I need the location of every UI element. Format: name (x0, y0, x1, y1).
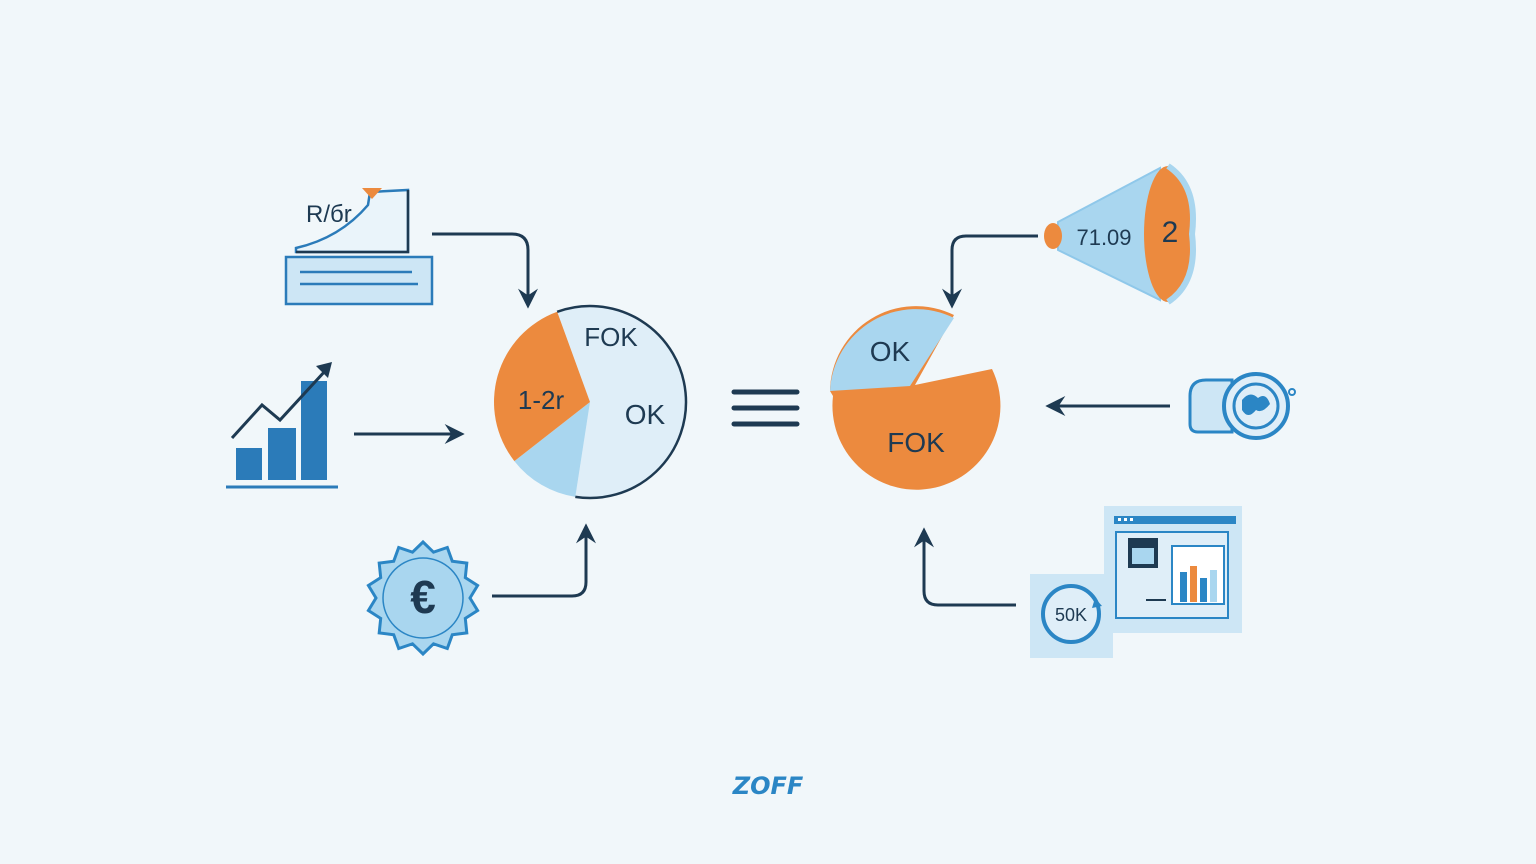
megaphone-value: 71.09 (1076, 225, 1131, 250)
left-pie-slice-2 (514, 402, 590, 497)
euro-symbol: € (410, 571, 436, 623)
arrow-dashboard-to-pie (914, 527, 1016, 607)
left-pie-label-2: FOK (584, 322, 638, 352)
megaphone-icon (1044, 163, 1196, 305)
right-pie-label-ok: OK (870, 336, 911, 367)
arrow-megaphone-to-pie (942, 234, 1038, 309)
right-pie-slice-ok (830, 309, 954, 391)
right-pie-label-fok: FOK (887, 427, 945, 458)
equals-icon (731, 389, 800, 427)
right-pie-chart (830, 306, 1001, 490)
brand-logo: ZOFF (732, 772, 804, 800)
arrow-euro-to-pie (492, 523, 596, 598)
report-card-label: R/бr (306, 201, 352, 228)
megaphone-number: 2 (1162, 216, 1179, 249)
growth-bar-chart-icon (226, 362, 338, 489)
left-pie-label-3: OK (625, 399, 666, 430)
report-document-icon (284, 188, 434, 306)
dashboard-window-icon (1030, 506, 1242, 658)
left-pie-slice-3 (494, 311, 590, 462)
arrow-report-to-pie (432, 232, 538, 309)
dashboard-badge-value: 50K (1055, 605, 1087, 625)
left-pie-chart (494, 304, 688, 500)
left-pie-label-1: 1-2r (518, 385, 565, 415)
globe-device-icon (1188, 372, 1296, 440)
euro-badge-icon (366, 539, 480, 657)
left-pie-slice-1 (557, 306, 686, 498)
left-pie-outline (556, 304, 688, 500)
